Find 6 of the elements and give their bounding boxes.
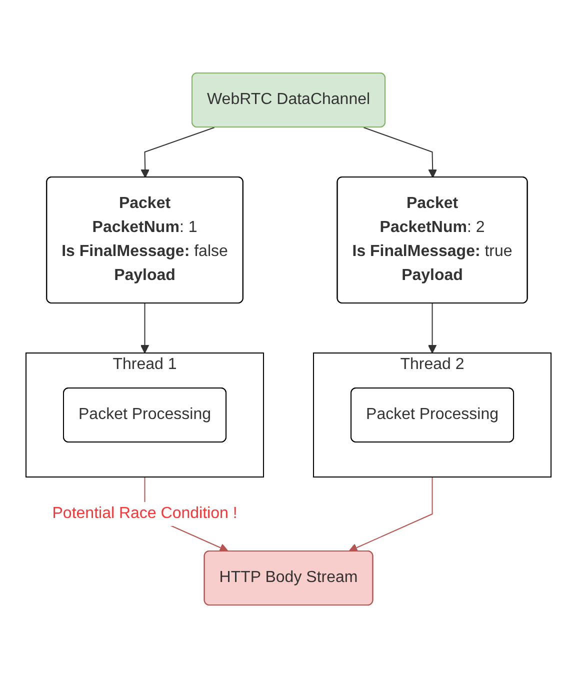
arrow [140,302,150,354]
arrow [348,476,433,552]
arrow [140,127,215,178]
edge-label: Potential Race Condition ! [52,505,238,522]
arrow [428,302,437,354]
arrow [363,127,437,178]
